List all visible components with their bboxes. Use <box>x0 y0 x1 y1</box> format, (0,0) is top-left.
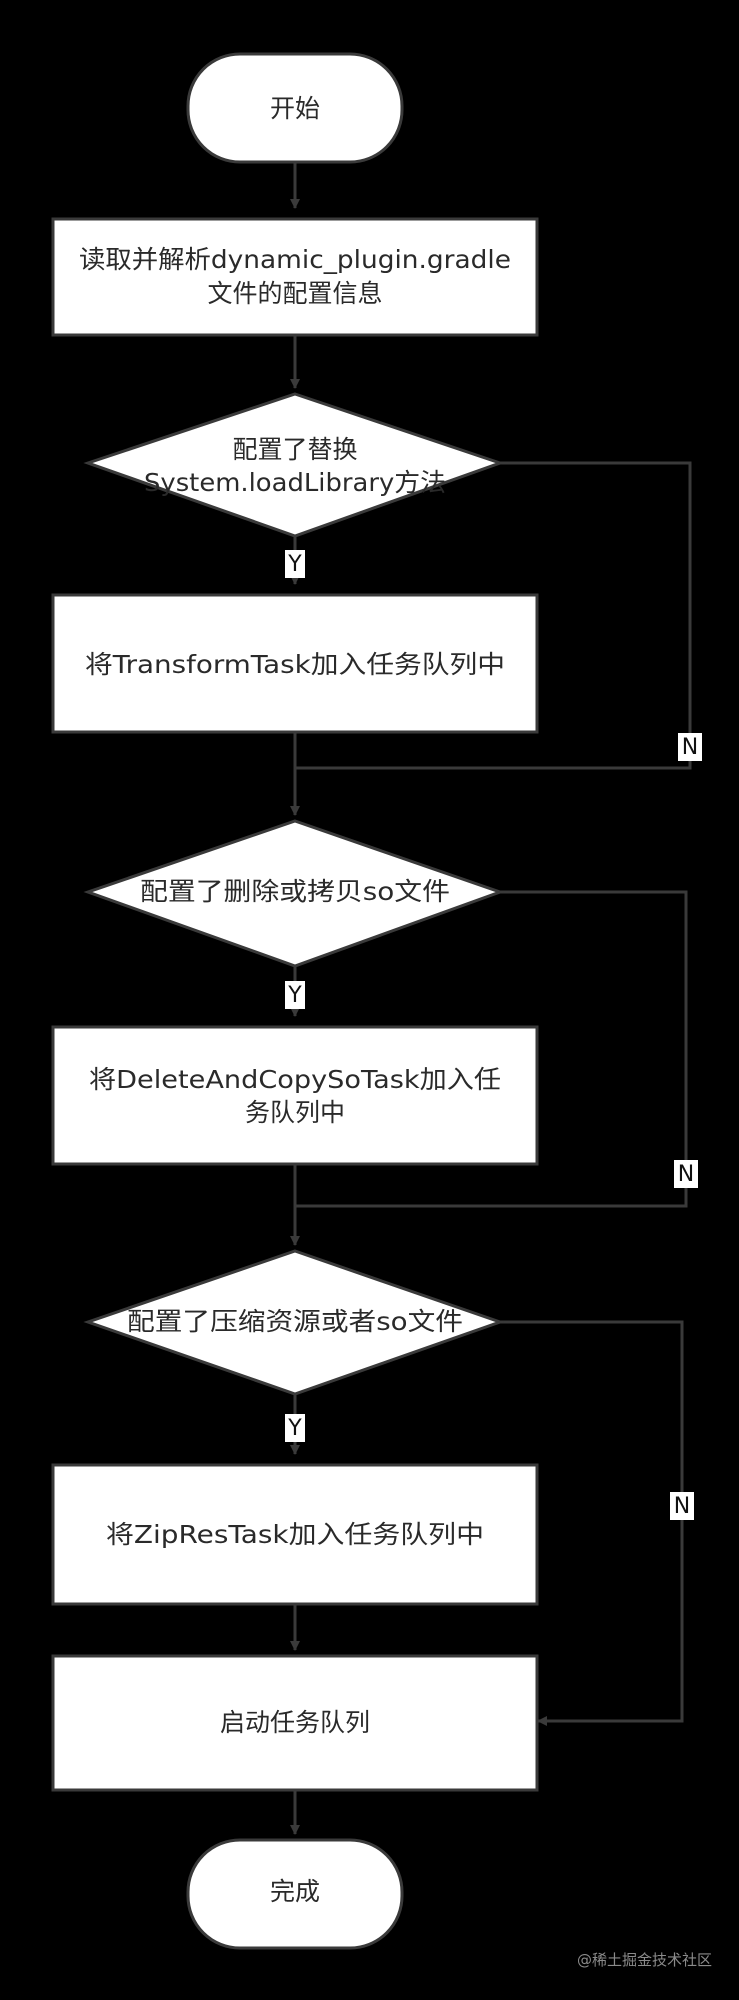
node-decision-zip: 配置了压缩资源或者so文件 <box>83 1249 505 1396</box>
label-y-replace-text: Y <box>287 552 302 577</box>
node-decision-delete-copy: 配置了删除或拷贝so文件 <box>83 819 505 968</box>
decision-zip-label: 配置了压缩资源或者so文件 <box>127 1307 463 1336</box>
edge-decision-delete-no <box>295 890 688 1208</box>
start-queue-box <box>51 1654 539 1792</box>
decision-delete-copy-diamond <box>83 819 505 968</box>
label-y-replace-bg <box>285 550 305 578</box>
zip-task-label: 将ZipResTask加入任务队列中 <box>106 1520 484 1549</box>
connectors <box>290 162 692 1835</box>
node-zip-task: 将ZipResTask加入任务队列中 <box>51 1463 539 1606</box>
label-y-delete: Y <box>285 981 305 1009</box>
decision-replace-label-line1: 配置了替换 <box>232 435 357 464</box>
delete-copy-task-label-line2: 务队列中 <box>245 1098 345 1127</box>
label-n-replace-text: N <box>682 735 698 760</box>
node-decision-replace: 配置了替换 System.loadLibrary方法 <box>83 392 505 538</box>
start-terminal <box>186 52 404 164</box>
decision-replace-label-line2: System.loadLibrary方法 <box>144 468 446 497</box>
transform-task-label: 将TransformTask加入任务队列中 <box>85 650 505 679</box>
node-start-queue: 启动任务队列 <box>51 1654 539 1792</box>
label-n-delete: N <box>674 1160 698 1188</box>
label-n-zip-bg <box>670 1492 694 1520</box>
label-y-delete-bg <box>285 981 305 1009</box>
label-n-delete-text: N <box>678 1162 694 1187</box>
node-delete-copy-task: 将DeleteAndCopySoTask加入任 务队列中 <box>51 1025 539 1166</box>
label-n-delete-bg <box>674 1160 698 1188</box>
zip-task-box <box>51 1463 539 1606</box>
label-n-zip: N <box>670 1492 694 1520</box>
node-end: 完成 <box>186 1838 404 1950</box>
label-y-replace: Y <box>285 550 305 578</box>
label-n-zip-text: N <box>674 1494 690 1519</box>
read-config-label-line1: 读取并解析dynamic_plugin.gradle <box>79 245 511 274</box>
label-y-zip-text: Y <box>287 1416 302 1441</box>
decision-delete-copy-label: 配置了删除或拷贝so文件 <box>140 877 450 906</box>
decision-zip-diamond <box>83 1249 505 1396</box>
node-start: 开始 <box>186 52 404 164</box>
label-y-zip-bg <box>285 1414 305 1442</box>
node-transform-task: 将TransformTask加入任务队列中 <box>51 593 539 734</box>
read-config-box <box>51 217 539 337</box>
start-label: 开始 <box>270 94 320 123</box>
transform-task-box <box>51 593 539 734</box>
delete-copy-task-label-line1: 将DeleteAndCopySoTask加入任 <box>89 1065 501 1094</box>
node-read-config: 读取并解析dynamic_plugin.gradle 文件的配置信息 <box>51 217 539 337</box>
label-y-delete-text: Y <box>287 983 302 1008</box>
label-y-zip: Y <box>285 1414 305 1442</box>
edge-decision-zip-no <box>500 1320 684 1726</box>
label-n-replace: N <box>678 733 702 761</box>
edge-decision-replace-no <box>295 461 692 770</box>
start-queue-label: 启动任务队列 <box>220 1708 370 1737</box>
delete-copy-task-box <box>51 1025 539 1166</box>
label-n-replace-bg <box>678 733 702 761</box>
read-config-label-line2: 文件的配置信息 <box>207 279 382 308</box>
watermark: @稀土掘金技术社区 <box>577 1951 712 1969</box>
end-terminal <box>186 1838 404 1950</box>
decision-replace-diamond <box>83 392 505 538</box>
end-label: 完成 <box>270 1877 320 1906</box>
